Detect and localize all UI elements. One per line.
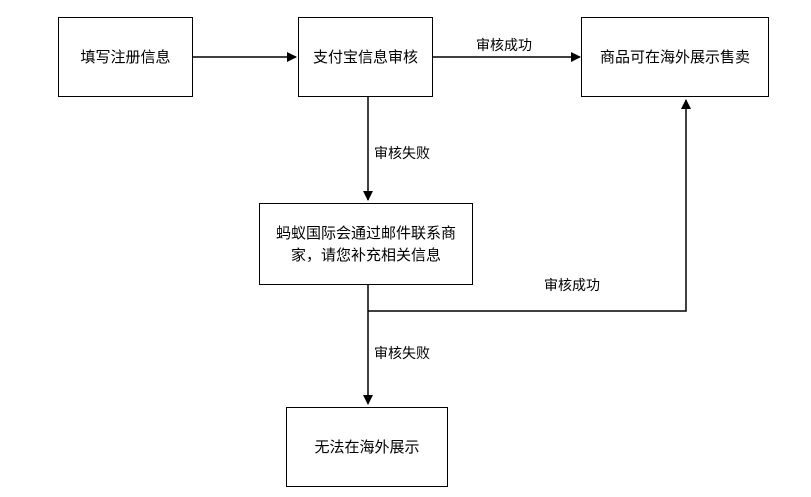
node-goods-overseas-sale-label: 商品可在海外展示售卖 [599, 48, 750, 66]
edge-label-review-fail-2: 审核失败 [374, 343, 430, 363]
node-ant-contact-merchant: 蚂蚁国际会通过邮件联系商家，请您补充相关信息 [259, 203, 473, 285]
node-cannot-display-overseas-label: 无法在海外展示 [314, 438, 420, 456]
edge-label-review-fail-1: 审核失败 [374, 143, 430, 163]
node-fill-registration-label: 填写注册信息 [80, 48, 171, 66]
edge-label-review-success-1: 审核成功 [476, 35, 532, 55]
node-fill-registration: 填写注册信息 [58, 17, 193, 97]
node-ant-contact-merchant-label: 蚂蚁国际会通过邮件联系商家，请您补充相关信息 [275, 224, 456, 264]
edge-contact-to-sale [368, 99, 691, 312]
node-cannot-display-overseas: 无法在海外展示 [286, 407, 448, 487]
node-goods-overseas-sale: 商品可在海外展示售卖 [581, 17, 769, 97]
edge-label-review-success-2: 审核成功 [544, 275, 600, 295]
node-alipay-review-label: 支付宝信息审核 [312, 48, 418, 66]
node-alipay-review: 支付宝信息审核 [298, 17, 433, 97]
